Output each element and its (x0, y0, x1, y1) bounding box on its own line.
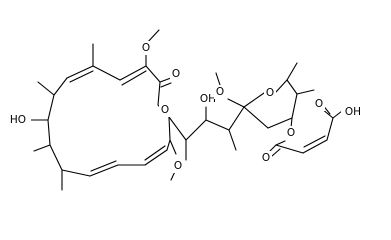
hydroxyl-label-left: HO (10, 114, 26, 126)
chemical-structure-diagram: HO O O O OH O O O O O OH O (5, 29, 365, 191)
maleate-ester-bonds (268, 103, 343, 157)
atom-labels: HO O O O OH O O O O O OH O (5, 41, 365, 173)
carbonyl-oxygen-label: O (172, 68, 180, 80)
structure-canvas: HO O O O OH O O O O O OH O (5, 29, 365, 191)
side-chain-bonds (168, 106, 245, 161)
methoxy-oxygen-glyco-label: O (216, 86, 224, 98)
methoxy-oxygen-bottom-label: O (174, 160, 182, 172)
pyran-ring-oxygen-label: O (266, 87, 274, 99)
ester-carbonyl-oxygen-label: O (262, 152, 270, 164)
macrolactone-ring-bonds (47, 65, 171, 177)
ring-ester-oxygen-label: O (161, 104, 169, 116)
ester-link-oxygen-label: O (287, 127, 295, 139)
acid-carbonyl-oxygen-label: O (315, 98, 323, 110)
acid-hydroxyl-label: OH (345, 106, 361, 118)
hydroxyl-label-mid: OH (200, 93, 216, 105)
methoxy-oxygen-top-label: O (142, 42, 150, 54)
